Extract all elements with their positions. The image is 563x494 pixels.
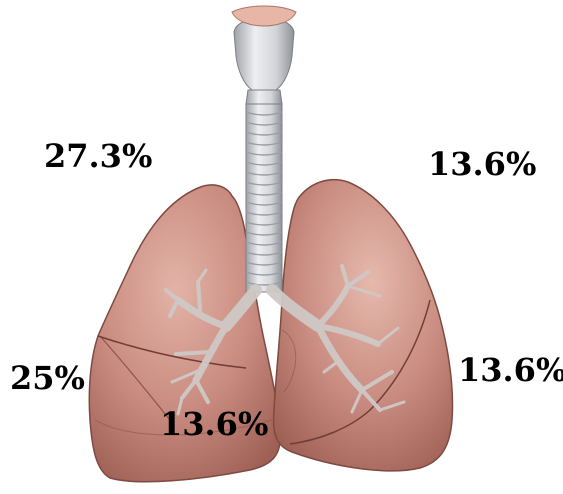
left-lower-lobe-percent: 13.6%: [458, 354, 563, 386]
left-lung: [274, 180, 453, 471]
right-lower-lobe-percent: 25%: [10, 362, 85, 394]
right-middle-lobe-percent: 13.6%: [160, 408, 268, 440]
left-upper-lobe-percent: 13.6%: [428, 148, 536, 180]
right-upper-lobe-percent: 27.3%: [44, 140, 152, 172]
